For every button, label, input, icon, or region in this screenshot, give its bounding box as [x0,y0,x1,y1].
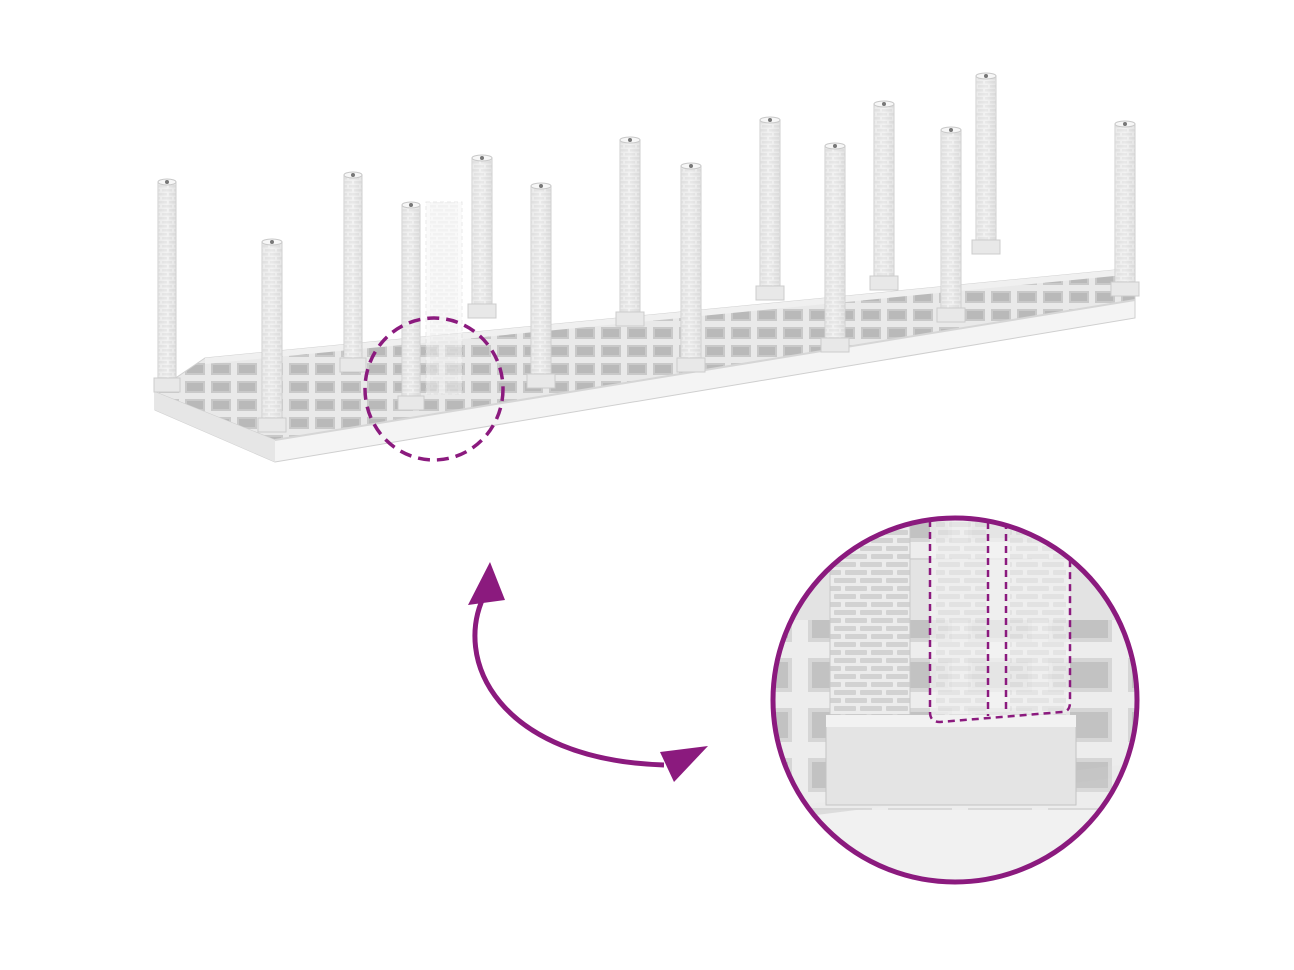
rack-posts [153,72,1140,433]
dashed-circle-icon [363,316,505,462]
curved-double-arrow-icon [468,562,708,782]
rack-post [676,162,706,373]
rack-post [1110,120,1140,297]
rack-post [820,142,850,353]
rack-post [615,136,645,327]
rack-post [257,238,287,433]
rack-post [153,178,181,393]
rack-post [467,154,497,319]
rack-post [339,171,367,373]
rack-post [936,126,966,323]
rack-post [971,72,1001,255]
rack-tray [153,267,1136,463]
rack-post [397,201,425,411]
zoom-detail-lens [770,515,1140,885]
rack-post [869,100,899,291]
rack-post [755,116,785,301]
removable-post [425,201,463,395]
rack-post [526,182,556,389]
